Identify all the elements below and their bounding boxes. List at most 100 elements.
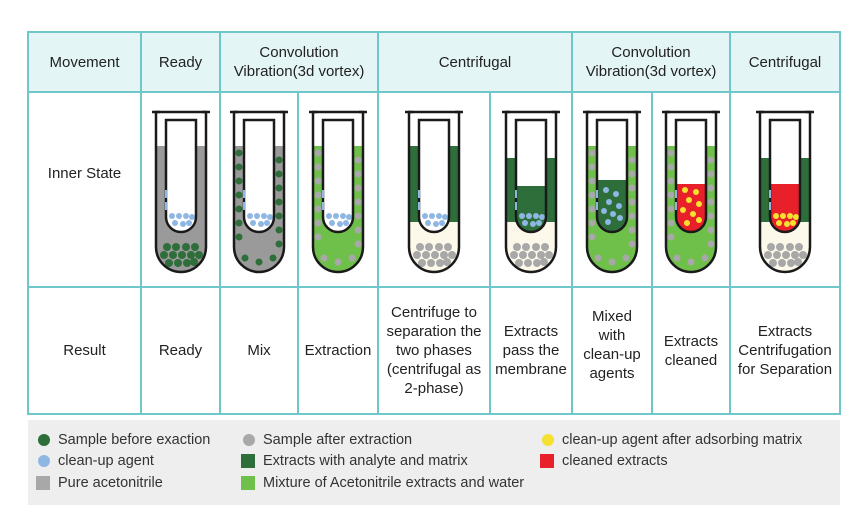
sample-after-dot <box>628 170 636 178</box>
cleanup-agent-dot <box>439 220 445 226</box>
outer-tube-outline <box>407 110 461 274</box>
legend-dark-green-square-icon <box>241 454 255 468</box>
header-ready: Ready <box>158 53 203 71</box>
legend-grey-dot-icon <box>243 434 255 446</box>
sample-after-dot <box>537 251 545 259</box>
sample-after-dot <box>515 259 523 267</box>
legend-yellow-dot-icon <box>542 434 554 446</box>
result-extraction: Extraction <box>304 342 372 359</box>
outer-tube-outline <box>311 110 365 274</box>
inner-tube-outline <box>164 118 198 234</box>
sample-before-dot <box>235 177 243 185</box>
sample-before-dot <box>269 254 277 262</box>
sample-after-dot <box>773 251 781 259</box>
sample-after-dot <box>707 170 715 178</box>
sample-after-dot <box>707 226 715 234</box>
sample-after-dot <box>778 259 786 267</box>
cleanup-agent-dot <box>247 213 253 219</box>
sample-after-dot <box>314 177 322 185</box>
cleanup-agent-dot <box>258 221 264 227</box>
cleanup-after-dot <box>776 220 782 226</box>
legend-item-sample-before: Sample before exaction <box>38 432 210 448</box>
sample-before-dot <box>165 259 173 267</box>
cleanup-agent-dot <box>267 214 273 220</box>
cleanup-agent-dot <box>429 213 435 219</box>
result-extracts-cleaned: Extracts cleaned <box>663 332 719 369</box>
sample-after-dot <box>787 259 795 267</box>
sample-after-dot <box>667 177 675 185</box>
sample-after-dot <box>628 226 636 234</box>
cleanup-agent-dot <box>169 213 175 219</box>
sample-after-dot <box>628 212 636 220</box>
sample-after-dot <box>707 212 715 220</box>
outer-tube-outline <box>232 110 286 274</box>
sample-before-dot <box>235 149 243 157</box>
sample-after-dot <box>314 191 322 199</box>
legend-label: Pure acetonitrile <box>58 475 163 491</box>
cleanup-agent-dot <box>436 213 442 219</box>
cleanup-after-dot <box>773 213 779 219</box>
cleanup-after-dot <box>682 187 688 193</box>
inner-tube-outline <box>417 118 451 234</box>
sample-after-dot <box>667 191 675 199</box>
cleanup-agent-dot <box>329 220 335 226</box>
sample-after-dot <box>588 191 596 199</box>
sample-before-dot <box>169 251 177 259</box>
sample-after-dot <box>540 258 548 266</box>
sample-after-dot <box>519 251 527 259</box>
sample-before-dot <box>160 251 168 259</box>
sample-before-dot <box>235 233 243 241</box>
sample-after-dot <box>782 251 790 259</box>
sample-after-dot <box>348 254 356 262</box>
cleanup-agent-dot <box>172 220 178 226</box>
legend-label: Sample after extraction <box>263 432 413 448</box>
sample-before-dot <box>195 251 203 259</box>
cleanup-agent-dot <box>617 215 623 221</box>
sample-after-dot <box>314 205 322 213</box>
tube-centrifuged-cleaned <box>756 110 814 274</box>
sample-before-dot <box>235 205 243 213</box>
sample-after-dot <box>673 254 681 262</box>
tube-mixed-cleanup <box>583 110 641 274</box>
cleanup-agent-dot <box>343 220 349 226</box>
cleanup-after-dot <box>793 214 799 220</box>
result-mixed-cleanup: Mixed with clean-up agents <box>583 307 641 382</box>
sample-before-dot <box>187 251 195 259</box>
cleanup-agent-dot <box>264 220 270 226</box>
inner-tube-bg <box>244 120 274 232</box>
cleanup-agent-dot <box>603 187 609 193</box>
cleanup-agent-dot <box>186 220 192 226</box>
sample-before-dot <box>235 219 243 227</box>
outer-tube-outline <box>504 110 558 274</box>
cleanup-after-dot <box>680 207 686 213</box>
sample-after-dot <box>314 163 322 171</box>
cleanup-agent-dot <box>442 214 448 220</box>
sample-after-dot <box>541 243 549 251</box>
sample-before-dot <box>235 163 243 171</box>
tube-cleaned <box>662 110 720 274</box>
cleanup-after-dot <box>784 221 790 227</box>
sample-after-dot <box>314 233 322 241</box>
sample-after-dot <box>427 259 435 267</box>
header-row-background <box>28 32 840 92</box>
sample-after-dot <box>794 258 802 266</box>
tube-illustrations <box>152 110 814 274</box>
sample-after-dot <box>667 163 675 171</box>
cleanup-agent-dot <box>613 191 619 197</box>
cleanup-agent-dot <box>337 221 343 227</box>
cleanup-after-dot <box>690 211 696 217</box>
legend-item-cleanup-after: clean-up agent after adsorbing matrix <box>542 432 802 448</box>
cleanup-agent-dot <box>536 220 542 226</box>
sample-before-dot <box>275 184 283 192</box>
outer-tube-outline <box>154 110 208 274</box>
table-outer-border <box>27 31 841 415</box>
sample-after-dot <box>588 233 596 241</box>
sample-after-dot <box>588 149 596 157</box>
sample-after-dot <box>354 240 362 248</box>
header-convolution-vibration-2: Convolution Vibration(3d vortex) <box>585 44 717 80</box>
sample-after-dot <box>524 259 532 267</box>
cleanup-agent-dot <box>189 214 195 220</box>
cleanup-agent-dot <box>519 213 525 219</box>
sample-after-dot <box>588 219 596 227</box>
cleanup-agent-dot <box>526 213 532 219</box>
